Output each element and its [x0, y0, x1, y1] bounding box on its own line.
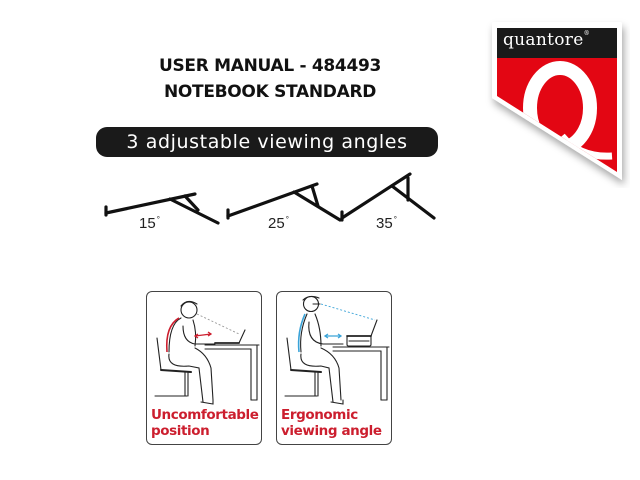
brand-wordmark: quantore® [503, 30, 590, 50]
angle-label-35: 35° [376, 215, 397, 232]
product-name: NOTEBOOK STANDARD [163, 82, 377, 102]
ergonomic-viewing-angle-panel: Ergonomic viewing angle [276, 291, 392, 445]
quantore-logo [492, 22, 622, 180]
manual-title: USER MANUAL - 484493 [158, 56, 382, 76]
uncomfortable-position-panel: Uncomfortable position [146, 291, 262, 445]
feature-banner: 3 adjustable viewing angles [96, 127, 438, 157]
stand-25-degree-icon [226, 182, 342, 222]
stand-35-degree-icon [340, 172, 436, 222]
angle-label-15: 15° [139, 215, 160, 232]
angle-label-25: 25° [268, 215, 289, 232]
upright-user-illustration [284, 295, 390, 405]
uncomfortable-caption: Uncomfortable position [151, 407, 259, 439]
stand-15-degree-icon [104, 192, 220, 225]
slouching-user-illustration [154, 300, 260, 405]
ergonomic-caption: Ergonomic viewing angle [281, 407, 382, 439]
